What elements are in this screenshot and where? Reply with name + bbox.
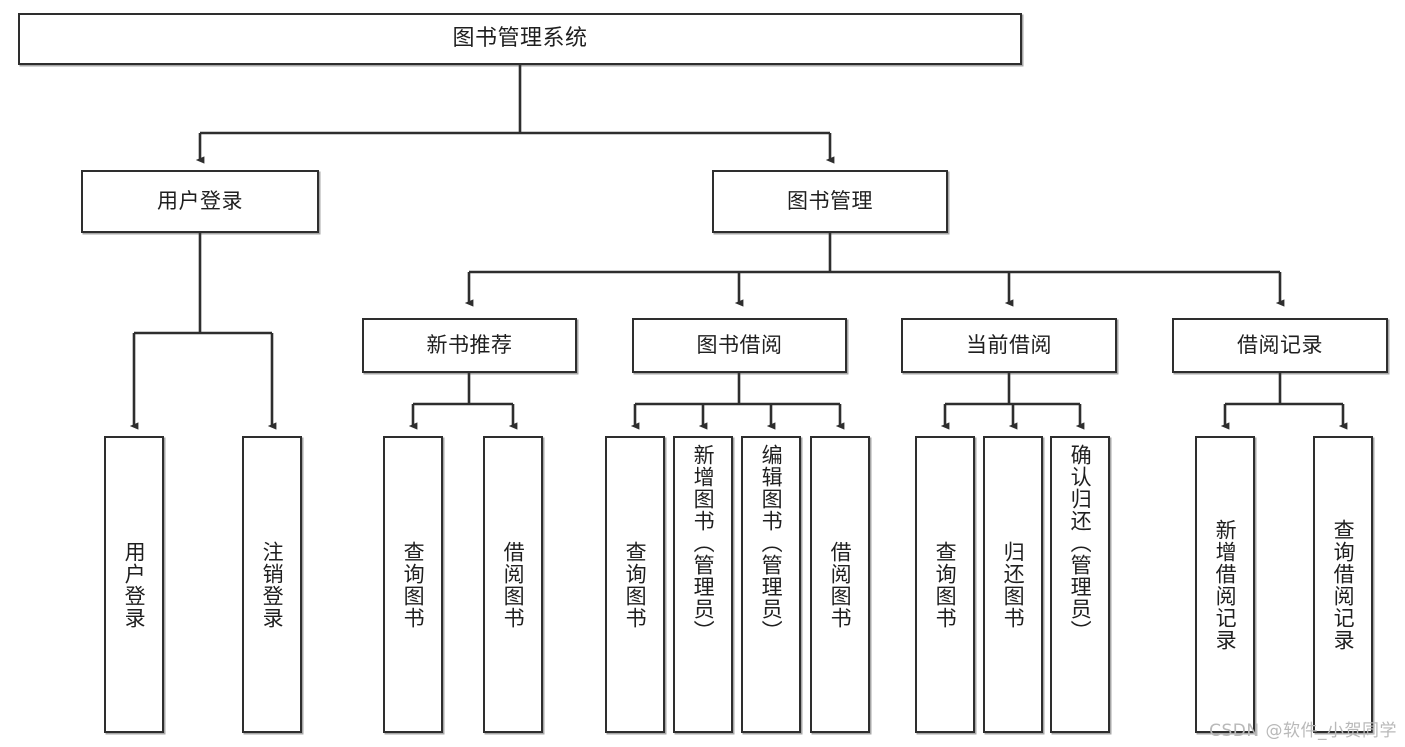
node-label: 图书借阅 [696,332,783,357]
node-label: 注销登录 [260,540,285,629]
node-leaf-add-book-admin[interactable]: 新增图书（管理员） [673,436,733,733]
node-book-borrow[interactable]: 图书借阅 [632,318,847,373]
node-leaf-return-book[interactable]: 归还图书 [983,436,1043,733]
node-label: 当前借阅 [966,332,1052,357]
node-user-login[interactable]: 用户登录 [81,170,319,233]
node-label: 编辑图书（管理员） [759,444,784,642]
watermark: CSDN @软件_小贺同学 [1209,721,1397,741]
node-label: 图书管理系统 [452,25,588,51]
node-leaf-edit-book-admin[interactable]: 编辑图书（管理员） [741,436,801,733]
node-label: 归还图书 [1001,540,1026,629]
node-leaf-logout[interactable]: 注销登录 [242,436,302,733]
node-leaf-borrow-book-recommend[interactable]: 借阅图书 [483,436,543,733]
node-label: 确认归还（管理员） [1068,444,1093,642]
node-leaf-query-book[interactable]: 查询图书 [605,436,665,733]
node-book-management[interactable]: 图书管理 [712,170,948,233]
node-label: 查询图书 [401,540,426,629]
node-label: 借阅图书 [828,540,853,629]
node-leaf-query-borrow-record[interactable]: 查询借阅记录 [1313,436,1373,733]
node-root-system[interactable]: 图书管理系统 [18,13,1022,65]
node-new-book-recommend[interactable]: 新书推荐 [362,318,577,373]
node-leaf-query-book-current[interactable]: 查询图书 [915,436,975,733]
node-current-borrow[interactable]: 当前借阅 [901,318,1117,373]
node-label: 新增借阅记录 [1213,518,1238,651]
node-borrow-record[interactable]: 借阅记录 [1172,318,1388,373]
node-leaf-confirm-return-admin[interactable]: 确认归还（管理员） [1050,436,1110,733]
node-label: 查询图书 [933,540,958,629]
node-leaf-add-borrow-record[interactable]: 新增借阅记录 [1195,436,1255,733]
node-leaf-borrow-book[interactable]: 借阅图书 [810,436,870,733]
node-label: 查询图书 [623,540,648,629]
node-label: 用户登录 [122,540,147,629]
node-label: 借阅图书 [501,540,526,629]
node-label: 用户登录 [157,188,243,213]
node-label: 新增图书（管理员） [691,444,716,642]
node-label: 借阅记录 [1237,332,1323,357]
node-label: 图书管理 [787,188,873,213]
node-leaf-user-login[interactable]: 用户登录 [104,436,164,733]
node-label: 新书推荐 [426,332,513,357]
node-label: 查询借阅记录 [1331,518,1356,651]
node-leaf-query-book-recommend[interactable]: 查询图书 [383,436,443,733]
